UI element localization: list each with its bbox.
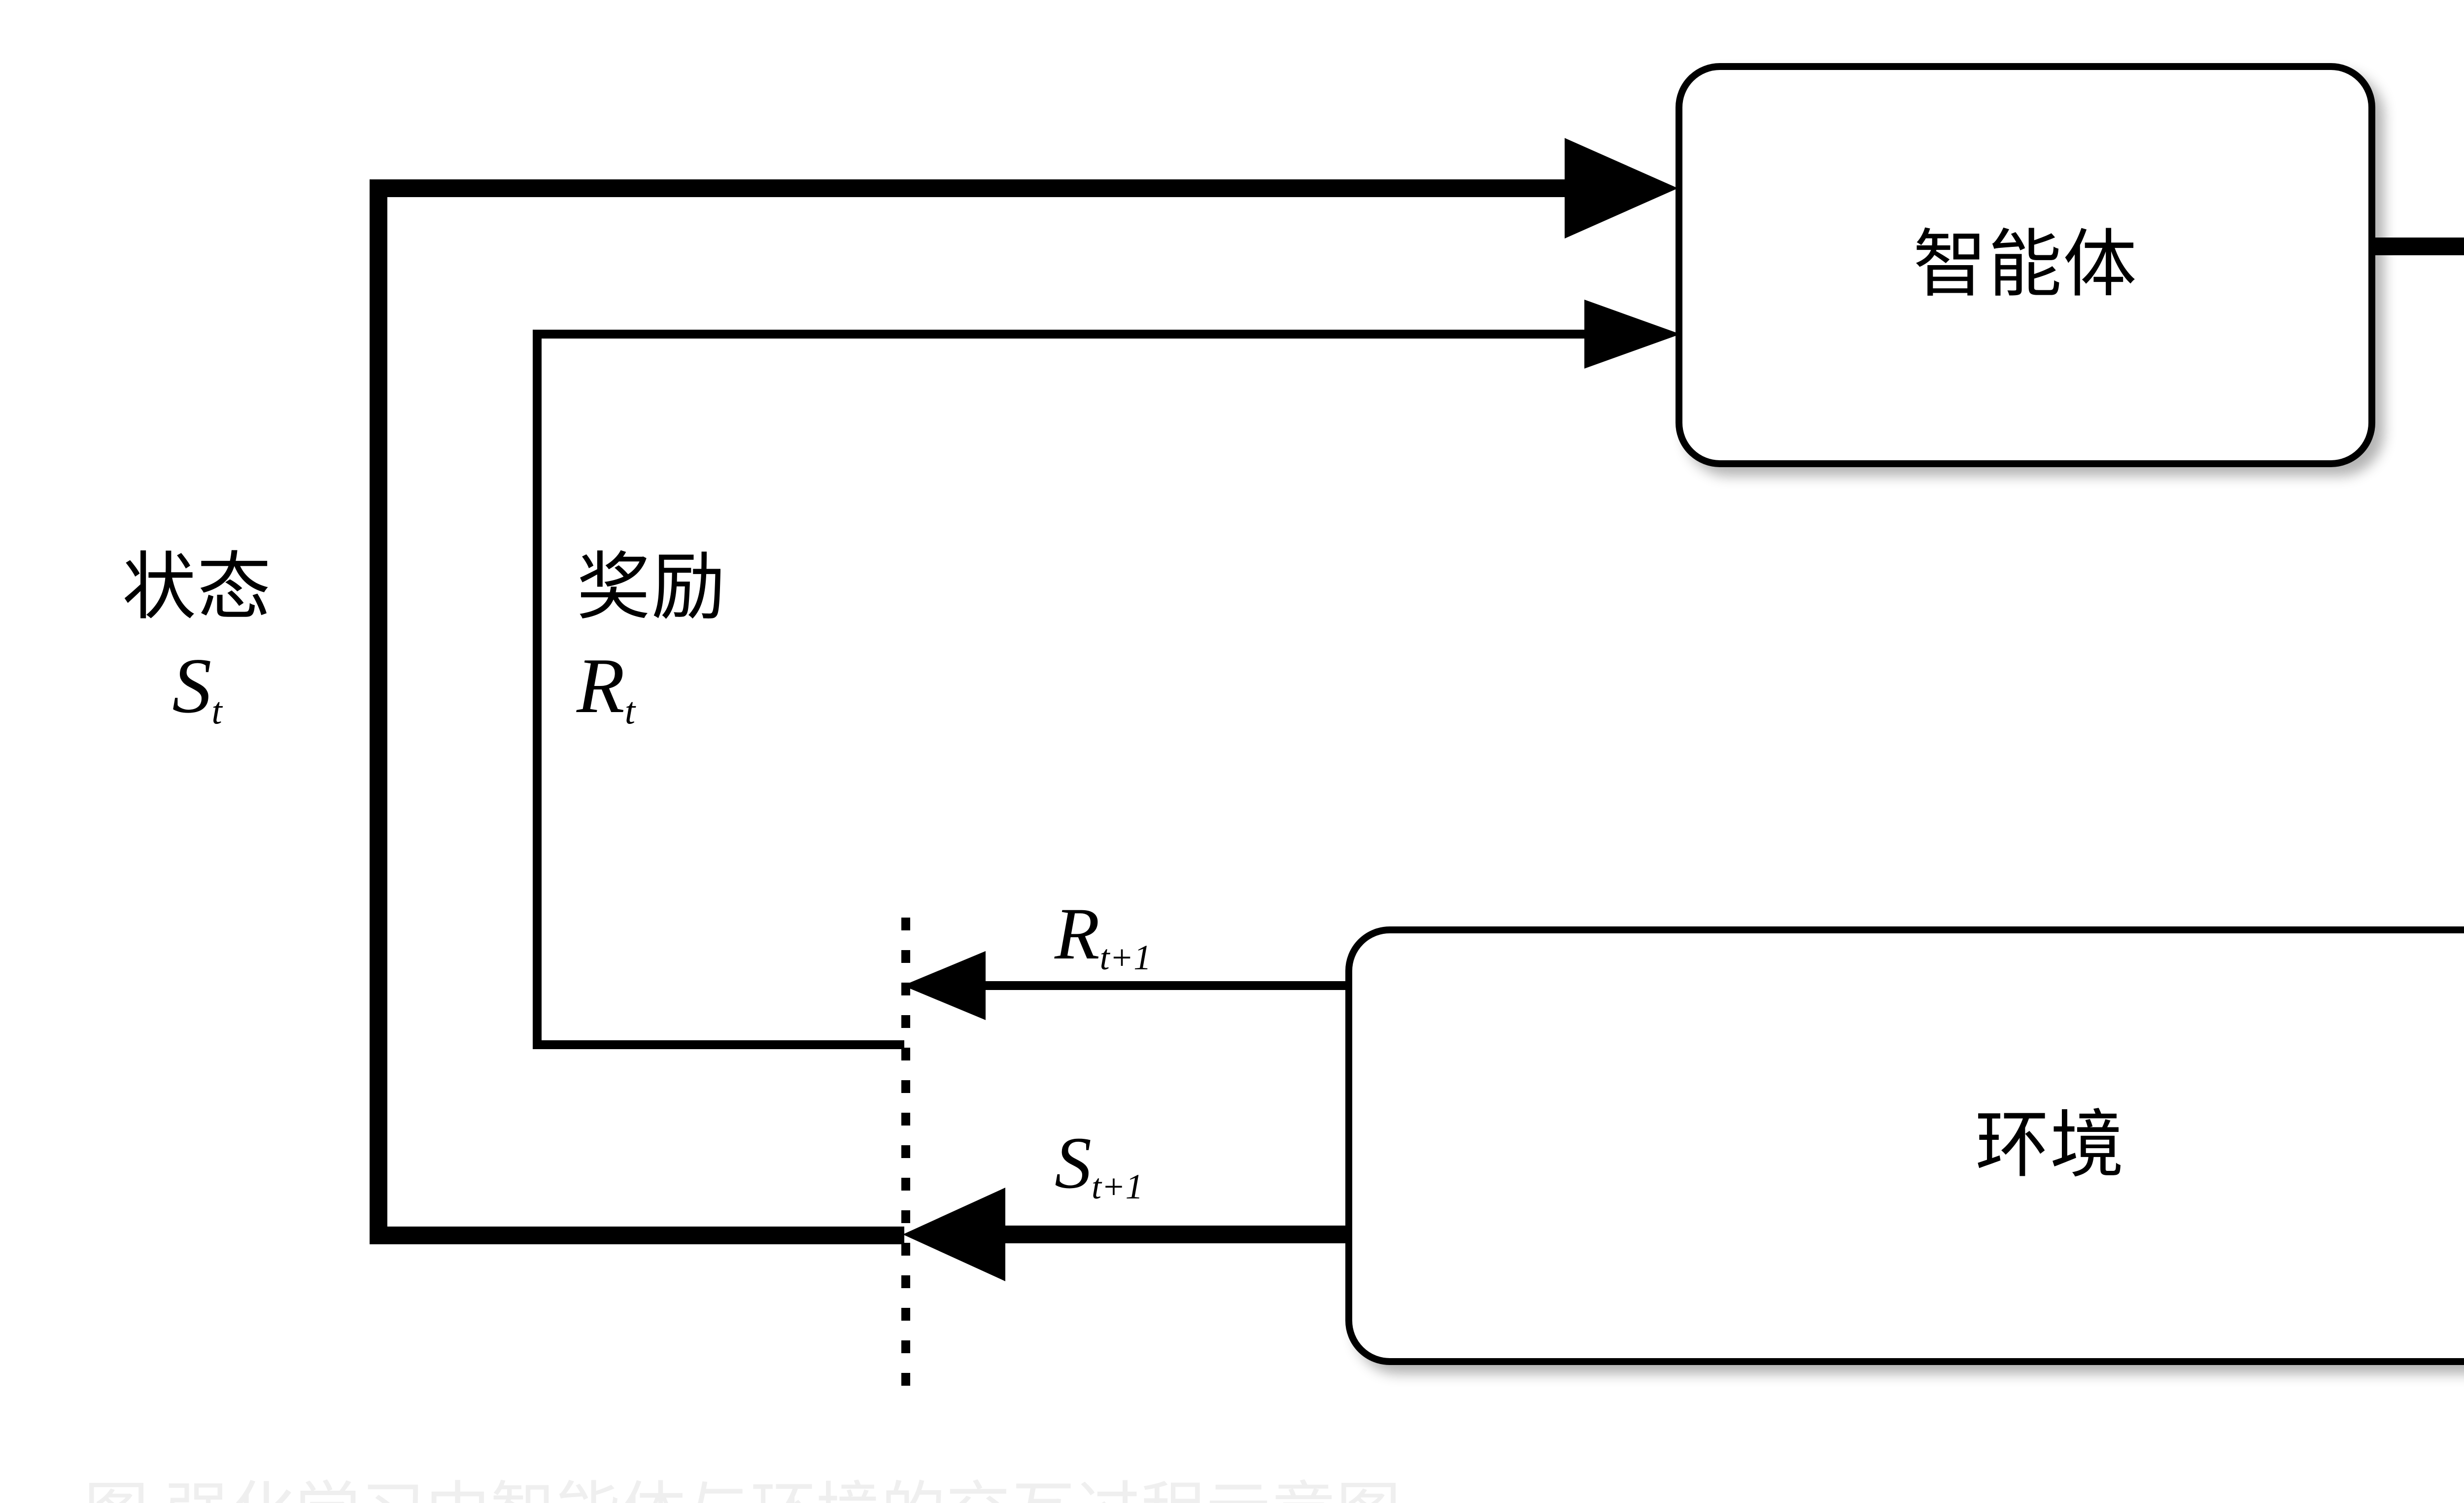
state-next-label: St+1 xyxy=(1055,1126,1143,1204)
reward-label-symbol: Rt xyxy=(577,641,833,731)
state-arrowhead xyxy=(1565,138,1678,239)
reward-next-symbol-base: R xyxy=(1055,893,1100,975)
reward-arrowhead xyxy=(1584,300,1680,369)
reward-next-arrowhead xyxy=(903,951,986,1020)
state-label-cjk: 状态 xyxy=(122,547,272,629)
reward-symbol-subscript: t xyxy=(624,689,636,732)
reward-next-subscript: t+1 xyxy=(1099,937,1152,977)
reward-symbol-base: R xyxy=(577,641,625,729)
state-symbol-base: S xyxy=(172,641,212,729)
agent-node-label: 智能体 xyxy=(1913,224,2138,306)
state-label-group: 状态 St xyxy=(91,547,303,731)
state-next-arrowhead xyxy=(903,1188,1005,1281)
environment-node-label: 环境 xyxy=(1975,1105,2125,1187)
state-next-symbol-base: S xyxy=(1055,1122,1092,1204)
reward-next-arrow xyxy=(903,951,1348,1020)
figure-caption: 图 强化学习中智能体与环境的交互过程示意图 xyxy=(84,1460,1759,1503)
reward-label-group: 奖励 Rt xyxy=(577,547,833,731)
reward-label-cjk: 奖励 xyxy=(577,547,727,629)
state-loop-path xyxy=(370,138,1678,1244)
agent-node[interactable]: 智能体 xyxy=(1676,63,2375,467)
state-next-subscript: t+1 xyxy=(1092,1166,1143,1206)
state-next-arrow xyxy=(903,1188,1348,1281)
state-symbol-subscript: t xyxy=(211,689,222,732)
state-label-symbol: St xyxy=(91,641,303,731)
reward-loop-path xyxy=(533,300,1680,1049)
environment-node[interactable]: 环境 xyxy=(1345,926,2464,1365)
reward-next-label: Rt+1 xyxy=(1055,897,1151,975)
